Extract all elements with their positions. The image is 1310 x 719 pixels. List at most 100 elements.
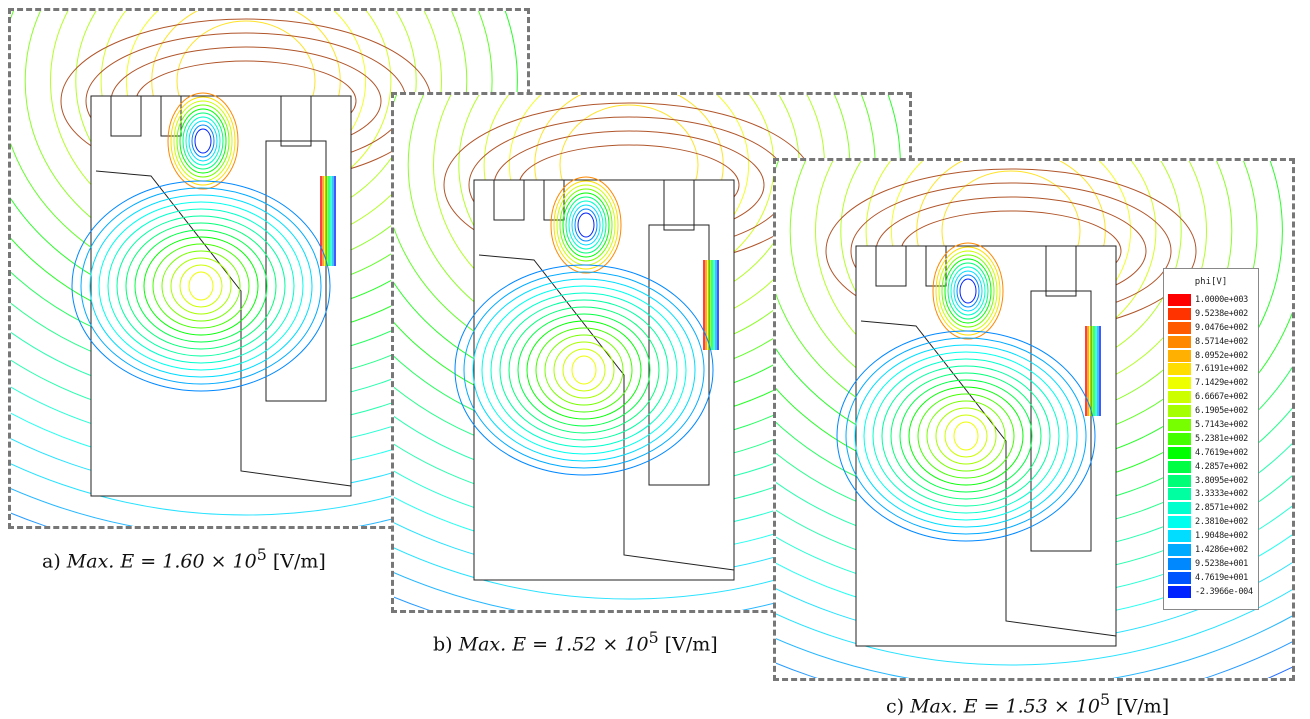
equipotential-line [568, 200, 604, 250]
equipotential-line [188, 271, 214, 301]
legend-entry: 1.9048e+002 [1168, 529, 1258, 543]
equipotential-line [71, 180, 331, 392]
caption-b: b) Max. E = 1.52 × 105 [V/m] [433, 628, 718, 655]
equipotential-line [550, 176, 622, 274]
legend-swatch [1168, 460, 1191, 473]
equipotential-line [571, 355, 597, 385]
equipotential-line [89, 194, 313, 378]
legend-swatch [1168, 502, 1191, 515]
equipotential-line [481, 285, 687, 455]
equipotential-line [170, 257, 232, 315]
equipotential-line [559, 188, 613, 262]
caption-exponent: 5 [256, 545, 267, 564]
caption-exponent: 5 [648, 628, 659, 647]
insulator-outline [95, 170, 352, 487]
legend-swatch [1168, 349, 1191, 362]
equipotential-line [926, 400, 1006, 472]
legend-swatch [1168, 585, 1191, 598]
legend-entry: 8.5714e+002 [1168, 335, 1258, 349]
legend-value: 9.0476e+002 [1195, 322, 1248, 333]
equipotential-line [872, 358, 1060, 514]
equipotential-line [463, 271, 705, 469]
equipotential-line [499, 299, 669, 441]
legend-swatch [1168, 307, 1191, 320]
legend-entry: 9.5238e+002 [1168, 307, 1258, 321]
legend-value: 8.0952e+002 [1195, 350, 1248, 361]
legend-entry: 1.0000e+003 [1168, 293, 1258, 307]
equipotential-line [188, 120, 218, 162]
legend-value: 1.4286e+002 [1195, 544, 1248, 555]
caption-label: b) [433, 633, 459, 656]
legend-entry: 9.5238e+001 [1168, 557, 1258, 571]
legend-entry: 7.6191e+002 [1168, 362, 1258, 376]
legend-swatch [1168, 377, 1191, 390]
legend-swatch [1168, 557, 1191, 570]
legend-value: -2.3966e-004 [1195, 586, 1253, 597]
legend-entry: 2.3810e+002 [1168, 515, 1258, 529]
caption-formula: Max. E = 1.52 × 10 [458, 633, 649, 656]
caption-formula: Max. E = 1.60 × 10 [66, 550, 257, 573]
equipotential-line [167, 92, 239, 190]
legend-entry: 6.1905e+002 [1168, 404, 1258, 418]
legend-entry: 8.0952e+002 [1168, 349, 1258, 363]
equipotential-line [182, 112, 224, 170]
equipotential-line [950, 266, 986, 316]
equipotential-line [935, 246, 1001, 336]
equipotential-line [454, 264, 714, 476]
equipotential-line [562, 192, 610, 258]
equipotential-line [394, 523, 909, 600]
legend-entry: 5.2381e+002 [1168, 432, 1258, 446]
legend-entry: 5.7143e+002 [1168, 418, 1258, 432]
legend-value: 4.2857e+002 [1195, 461, 1248, 472]
legend-value: 3.3333e+002 [1195, 489, 1248, 500]
legend-swatch [1168, 418, 1191, 431]
equipotential-line [508, 306, 660, 434]
legend-swatch [1168, 530, 1191, 543]
legend-swatch [1168, 446, 1191, 459]
equipotential-line [125, 222, 277, 350]
equipotential-line [854, 344, 1078, 528]
equipotential-line [776, 588, 1292, 666]
legend-swatch [1168, 321, 1191, 334]
equipotential-line [944, 258, 992, 324]
legend-value: 1.9048e+002 [1195, 531, 1248, 542]
legend-title: phi[V] [1194, 277, 1228, 287]
caption-a: a) Max. E = 1.60 × 105 [V/m] [42, 545, 326, 572]
equipotential-line [80, 187, 322, 385]
legend-swatch [1168, 335, 1191, 348]
equipotential-line [517, 313, 651, 427]
equipotential-line [932, 242, 1004, 340]
equipotential-line [553, 341, 615, 399]
insulator-outline [478, 254, 735, 571]
equipotential-line [577, 212, 595, 238]
equipotential-line [194, 128, 212, 154]
legend-value: 9.5238e+001 [1195, 558, 1248, 569]
equipotential-line [863, 351, 1069, 521]
legend-value: 6.6667e+002 [1195, 392, 1248, 403]
equipotential-line [553, 180, 619, 270]
equipotential-line [134, 229, 268, 343]
legend-value: 8.5714e+002 [1195, 336, 1248, 347]
device-outline [473, 179, 735, 581]
equipotential-line [565, 196, 607, 254]
equipotential-line [472, 278, 696, 462]
legend-swatch [1168, 571, 1191, 584]
legend-swatch [1168, 293, 1191, 306]
legend-entry: 1.4286e+002 [1168, 543, 1258, 557]
contact-outline [648, 224, 710, 486]
legend-swatch [1168, 474, 1191, 487]
equipotential-line [170, 96, 236, 186]
equipotential-line [845, 337, 1087, 535]
equipotential-line [544, 334, 624, 406]
caption-unit: [V/m] [658, 633, 718, 656]
equipotential-line [881, 365, 1051, 507]
legend-entry: 2.8571e+002 [1168, 501, 1258, 515]
legend-swatch [1168, 405, 1191, 418]
equipotential-line [107, 208, 295, 364]
legend-value: 6.1905e+002 [1195, 406, 1248, 417]
equipotential-line [836, 330, 1096, 542]
legend-swatch [1168, 432, 1191, 445]
equipotential-line [944, 414, 988, 458]
equipotential-line [179, 264, 223, 308]
equipotential-line [935, 407, 997, 465]
